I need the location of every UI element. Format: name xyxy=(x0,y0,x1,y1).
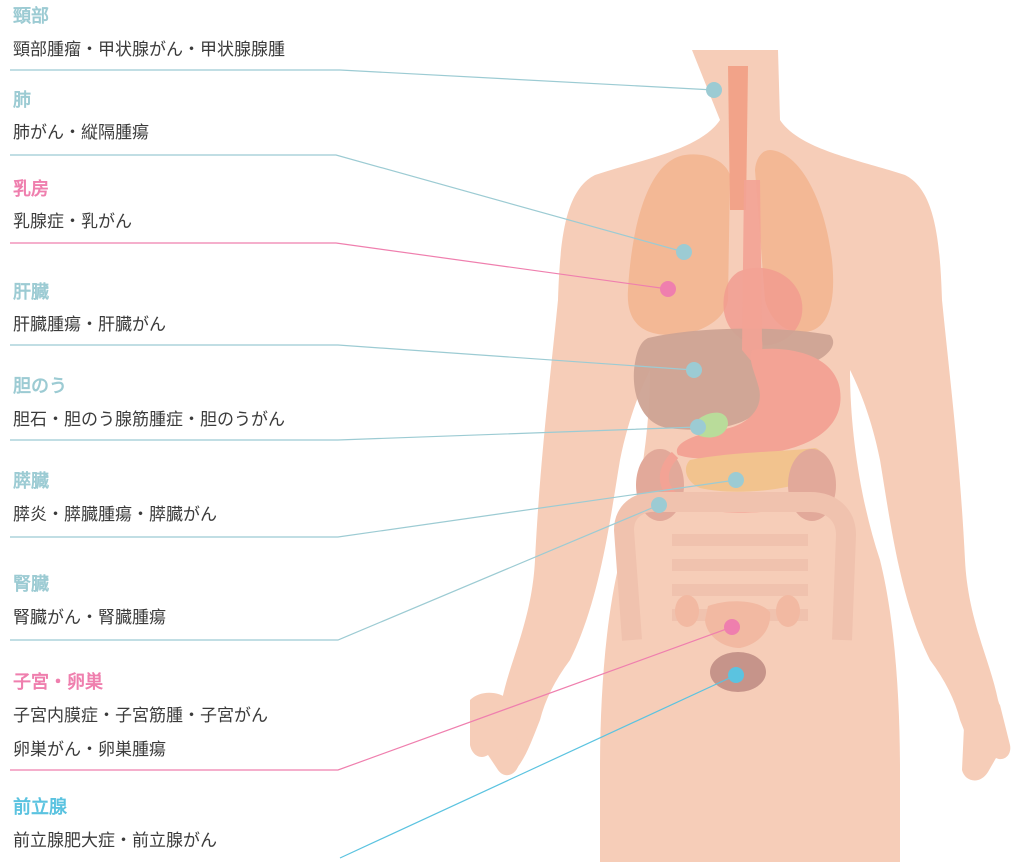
esophagus xyxy=(742,180,762,362)
marker-liver xyxy=(686,362,702,378)
marker-uterus xyxy=(724,619,740,635)
label-title-kidney: 腎臓 xyxy=(13,574,49,596)
right-hand xyxy=(962,694,1010,780)
label-title-prostate: 前立腺 xyxy=(13,797,67,819)
label-title-lung: 肺 xyxy=(13,90,31,112)
label-title-liver: 肝臓 xyxy=(13,282,49,304)
marker-neck xyxy=(706,82,722,98)
label-title-uterus: 子宮・卵巣 xyxy=(13,672,103,694)
marker-kidney xyxy=(651,497,667,513)
left-ovary xyxy=(675,595,699,627)
label-title-breast: 乳房 xyxy=(13,179,49,201)
leader-line-neck xyxy=(10,70,714,90)
marker-prostate xyxy=(728,667,744,683)
label-desc-kidney: 腎臓がん・腎臓腫瘍 xyxy=(13,607,166,629)
label-desc-breast: 乳腺症・乳がん xyxy=(13,211,132,233)
marker-breast xyxy=(660,281,676,297)
marker-gallbladder xyxy=(690,419,706,435)
label-desc-neck: 頸部腫瘤・甲状腺がん・甲状腺腺腫 xyxy=(13,39,285,61)
label-desc-pancreas: 膵炎・膵臓腫瘍・膵臓がん xyxy=(13,504,217,526)
label-desc-gallbladder: 胆石・胆のう腺筋腫症・胆のうがん xyxy=(13,409,285,431)
label-desc-lung: 肺がん・縦隔腫瘍 xyxy=(13,122,149,144)
right-ovary xyxy=(776,595,800,627)
label-title-pancreas: 膵臓 xyxy=(13,471,49,493)
label-desc-prostate: 前立腺肥大症・前立腺がん xyxy=(13,830,217,852)
label-desc-liver: 肝臓腫瘍・肝臓がん xyxy=(13,314,166,336)
marker-pancreas xyxy=(728,472,744,488)
marker-lung xyxy=(676,244,692,260)
label-desc-uterus-2: 卵巣がん・卵巣腫瘍 xyxy=(13,739,166,761)
label-title-gallbladder: 胆のう xyxy=(13,376,67,398)
label-desc-uterus-1: 子宮内膜症・子宮筋腫・子宮がん xyxy=(13,705,268,727)
label-title-neck: 頸部 xyxy=(13,6,49,28)
